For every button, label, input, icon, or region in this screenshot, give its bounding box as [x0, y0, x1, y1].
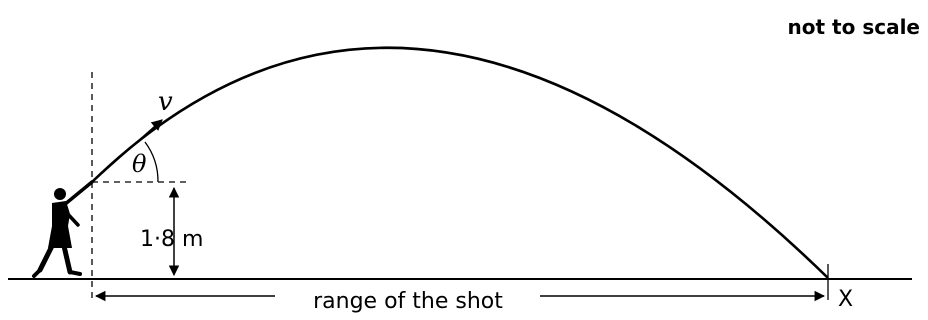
athlete-figure [32, 180, 94, 278]
height-label: 1·8 m [140, 227, 203, 252]
angle-label: θ [132, 150, 147, 178]
trajectory-curve [91, 46, 829, 279]
landing-point-label: X [838, 287, 853, 312]
not-to-scale-note: not to scale [788, 15, 920, 39]
velocity-label: v [158, 87, 173, 117]
velocity-arrow [91, 119, 163, 183]
angle-arc [144, 141, 159, 183]
range-label: range of the shot [313, 289, 503, 314]
